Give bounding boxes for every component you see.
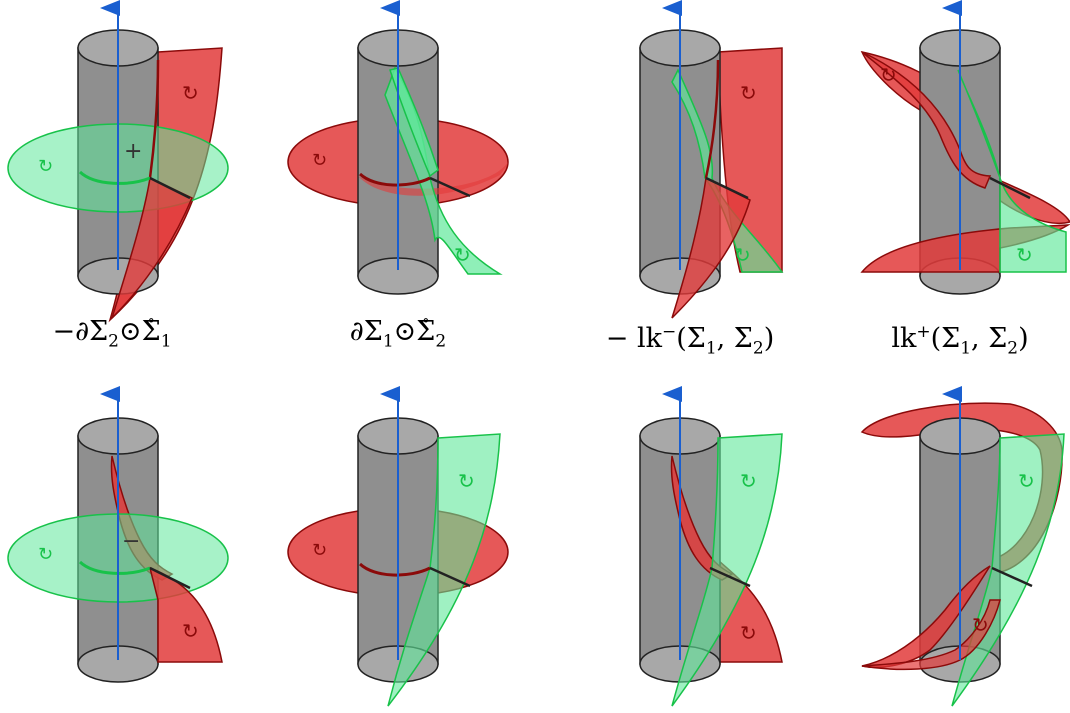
red-arc: [358, 562, 431, 577]
caption-sub: 1: [705, 338, 717, 359]
caption-sub: 1: [382, 331, 394, 352]
center-mark-minus: −: [122, 529, 140, 554]
dark-arrow: [991, 566, 1033, 588]
caption-comma: , Σ: [971, 323, 1008, 354]
panel-top-1: + ↻ ↻: [7, 0, 229, 323]
caption-sign: −: [52, 316, 76, 347]
green-sheet: [957, 69, 1067, 273]
rotation-icon: ↻: [38, 156, 53, 177]
caption-operator: ⊙: [118, 316, 142, 347]
caption-close: ): [763, 323, 775, 354]
caption-sigma: Σ: [363, 316, 383, 347]
rotation-icon: ↻: [1016, 243, 1033, 267]
rotation-icon: ↻: [182, 619, 199, 643]
panel-bottom-4: ↻ ↻: [860, 386, 1065, 707]
caption-ring-sigma: ∘Σ: [416, 311, 436, 352]
green-arc: [78, 170, 151, 185]
caption-sigma: Σ: [416, 316, 436, 347]
rotation-icon: ↻: [740, 469, 757, 493]
red-edge-curve: [148, 59, 160, 179]
caption-comma: , Σ: [716, 323, 753, 354]
green-sheet: [671, 433, 783, 707]
caption-sub: 2: [752, 338, 764, 359]
red-ribbon-left: [861, 51, 992, 189]
rotation-icon: ↻: [312, 150, 327, 171]
caption-ring-sigma: ∘Σ: [141, 311, 161, 352]
caption-args: (Σ: [930, 323, 961, 354]
dark-arrow: [149, 566, 191, 590]
caption-boundary-sigma1-sigma2: ∂Σ1⊙∘Σ2: [349, 311, 447, 361]
caption-sub: 2: [108, 331, 119, 352]
red-disk-front: [358, 162, 508, 196]
dark-arrow: [429, 176, 471, 198]
red-sheet-front: [671, 176, 751, 319]
rotation-icon: ↻: [740, 81, 757, 105]
panel-bottom-1: − ↻ ↻: [7, 386, 229, 683]
panel-bottom-2: ↻ ↻: [287, 386, 509, 707]
panel-top-3: ↻ ↻: [639, 0, 784, 319]
rotation-icon: ↻: [1018, 469, 1035, 493]
caption-partial: ∂: [75, 316, 90, 347]
caption-operator: ⊙: [393, 316, 417, 347]
caption-boundary-sigma2-sigma1: −∂Σ2⊙∘Σ1: [52, 311, 172, 361]
dark-arrow: [149, 176, 191, 200]
caption-sub: 2: [1007, 338, 1019, 359]
rotation-icon: ↻: [880, 63, 897, 87]
caption-sub: 2: [435, 331, 447, 352]
caption-lk: lk: [891, 323, 917, 354]
green-sheet-upper: [389, 67, 439, 178]
rotation-icon: ↻: [454, 243, 471, 267]
panel-top-2: ↻ ↻: [287, 0, 509, 295]
caption-sign: −: [605, 323, 637, 354]
caption-partial: ∂: [349, 316, 364, 347]
panel-bottom-3: ↻ ↻: [639, 386, 783, 707]
caption-sup: +: [916, 322, 931, 342]
red-arc: [358, 172, 431, 187]
rotation-icon: ↻: [38, 544, 53, 565]
caption-sup: −: [661, 322, 677, 342]
red-ribbon-bottom-2: [861, 599, 1001, 671]
caption-close: ): [1018, 323, 1029, 354]
caption-sigma: Σ: [141, 316, 161, 347]
green-sheet: [387, 433, 501, 707]
center-mark-plus: +: [124, 139, 142, 164]
caption-sigma: Σ: [89, 316, 109, 347]
rotation-icon: ↻: [182, 81, 199, 105]
rotation-icon: ↻: [972, 613, 989, 637]
rotation-icon: ↻: [740, 621, 757, 645]
panel-top-4: ↻ ↻: [860, 0, 1070, 295]
rotation-icon: ↻: [458, 469, 475, 493]
dark-arrow: [705, 176, 749, 200]
red-sheet-front: [111, 176, 193, 319]
caption-args: (Σ: [676, 323, 706, 354]
caption-sub: 1: [960, 338, 972, 359]
rotation-icon: ↻: [734, 243, 751, 267]
dark-arrow: [989, 176, 1031, 200]
caption-lk: lk: [636, 323, 662, 354]
caption-lk-plus: lk+(Σ1, Σ2): [891, 312, 1028, 368]
dark-arrow: [429, 566, 471, 588]
red-edge-curve: [704, 59, 720, 179]
caption-sub: 1: [160, 331, 172, 352]
caption-lk-minus: − lk−(Σ1, Σ2): [606, 312, 775, 368]
caption-ring: ∘: [422, 311, 430, 329]
dark-arrow: [709, 566, 751, 588]
caption-ring: ∘: [147, 311, 155, 329]
green-arc: [78, 560, 151, 575]
rotation-icon: ↻: [312, 540, 327, 561]
